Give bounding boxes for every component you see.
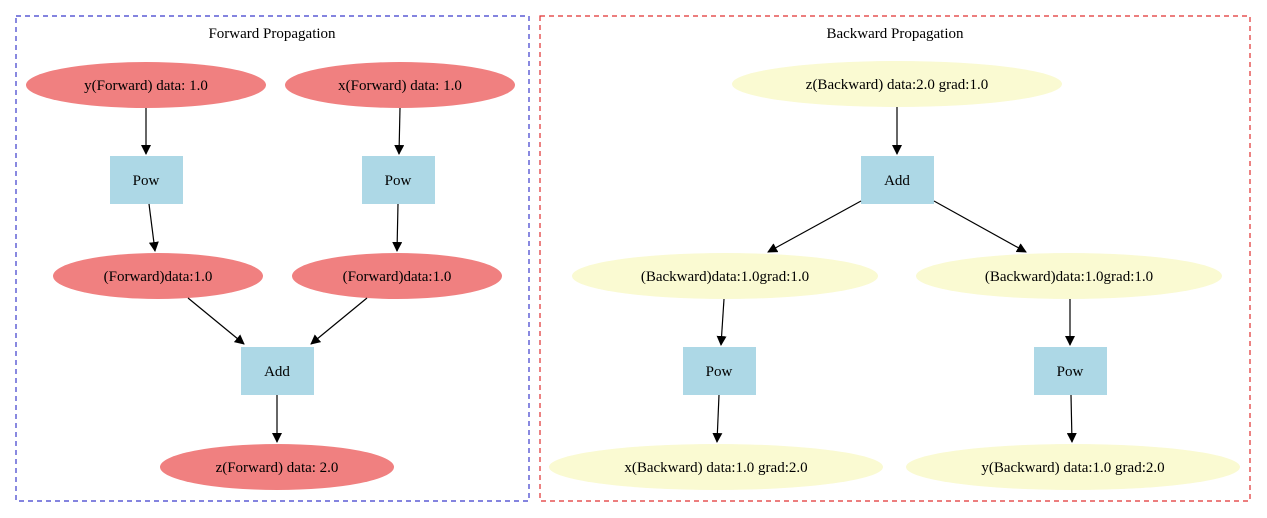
backward-mid-left-label: (Backward)data:1.0grad:1.0 [641,269,809,285]
forward-edge-pow-to-mid-left [148,203,159,252]
forward-add-node [241,347,314,395]
backward-x-output-label: x(Backward) data:1.0 grad:2.0 [624,460,807,476]
forward-edge-pow-to-mid-right [392,203,403,252]
backward-pow-right-node [1034,347,1107,395]
forward-mid-left-label: (Forward)data:1.0 [104,269,213,285]
forward-z-output-node [160,444,394,490]
forward-y-input-node [26,62,266,108]
forward-mid-left-node [53,253,263,299]
backward-pow-left-label: Pow [706,364,733,380]
backward-z-input-node [732,61,1062,107]
backward-pow-left-node [683,347,756,395]
backward-cluster: Backward Propagation z(Backward) data:2.… [539,15,1251,502]
backward-mid-right-node [916,253,1222,299]
backward-edge-pow-to-y [1066,394,1077,443]
backward-y-output-node [906,444,1240,490]
backward-edge-mid-left-to-pow [716,298,727,346]
backward-z-input-label: z(Backward) data:2.0 grad:1.0 [806,77,988,93]
backward-mid-right-label: (Backward)data:1.0grad:1.0 [985,269,1153,285]
backward-add-label: Add [884,173,910,189]
forward-edge-mid-right-to-add [310,297,368,345]
backward-mid-left-node [572,253,878,299]
backward-pow-right-label: Pow [1057,364,1084,380]
forward-cluster: Forward Propagation y(Forward) data: 1.0… [15,15,530,502]
forward-x-input-node [285,62,515,108]
forward-y-input-label: y(Forward) data: 1.0 [84,78,208,94]
forward-add-label: Add [264,364,290,380]
backward-edge-add-to-mid-left [767,200,862,253]
forward-pow-right-label: Pow [385,173,412,189]
backward-edge-add-to-mid-right [933,200,1027,253]
backward-x-output-node [549,444,883,490]
forward-cluster-border [15,15,530,502]
backward-title: Backward Propagation [826,26,964,42]
forward-mid-right-label: (Forward)data:1.0 [343,269,452,285]
backward-y-output-label: y(Backward) data:1.0 grad:2.0 [981,460,1164,476]
forward-x-input-label: x(Forward) data: 1.0 [338,78,462,94]
forward-z-output-label: z(Forward) data: 2.0 [216,460,339,476]
backward-add-node [861,156,934,204]
forward-edge-mid-left-to-add [187,297,245,345]
forward-pow-left-label: Pow [133,173,160,189]
forward-pow-right-node [362,156,435,204]
backward-cluster-border [539,15,1251,502]
forward-mid-right-node [292,253,502,299]
backward-edge-pow-to-x [712,394,723,443]
forward-title: Forward Propagation [208,26,336,42]
forward-edge-x-to-pow [394,107,405,155]
forward-pow-left-node [110,156,183,204]
